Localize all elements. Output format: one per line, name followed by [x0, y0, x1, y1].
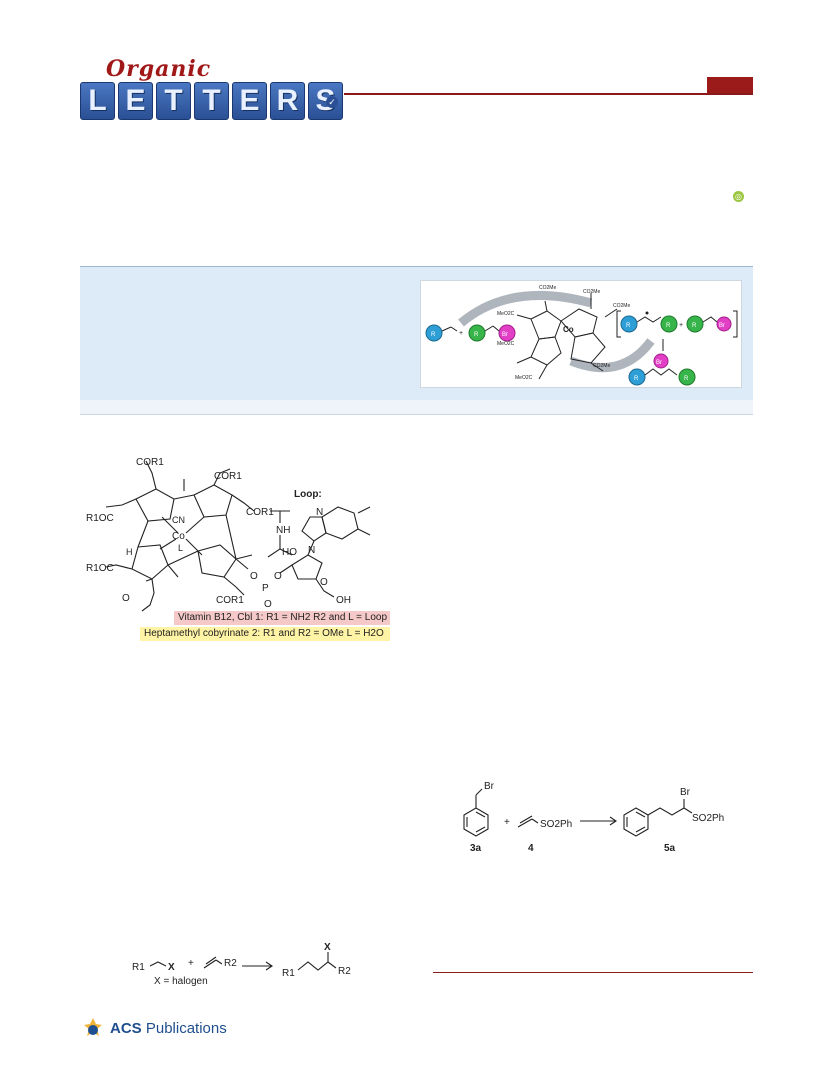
logo-letter: R: [270, 82, 305, 120]
logo-letter: T: [156, 82, 191, 120]
check-icon: ✓: [326, 96, 338, 108]
footnote-rule: [433, 972, 753, 973]
toc-graphic: R + R Br Co CO2Me CO2Me CO2Me MeO2C MeO2…: [420, 280, 742, 388]
acs-publications-logo[interactable]: ACS Publications: [82, 1017, 227, 1039]
r1oc-label: R1OC: [86, 513, 114, 524]
o-label: O: [264, 599, 272, 610]
header-rule: [344, 93, 753, 95]
abstract-footer-strip: [80, 400, 753, 415]
logo-letter: T: [194, 82, 229, 120]
general-r2: R2: [224, 958, 237, 969]
figure1-structure: COR1 COR1 COR1 COR1 R1OC R1OC CN Co L H …: [86, 457, 371, 612]
logo-tiles: L E T T E R S: [80, 82, 343, 120]
publisher-name: ACS Publications: [110, 1020, 227, 1037]
general-x: X: [168, 962, 175, 973]
open-access-icon[interactable]: ◎: [733, 191, 744, 202]
oh-label: OH: [336, 595, 351, 606]
compound-label-5a: 5a: [664, 843, 676, 854]
logo-script: Organic: [106, 56, 212, 82]
general-x-def: X = halogen: [154, 976, 208, 987]
o-label: O: [274, 571, 282, 582]
toc-br-label: Br: [656, 360, 662, 366]
compound-label-4: 4: [528, 843, 534, 854]
toc-r-label: R: [692, 323, 697, 329]
logo-letter: E: [118, 82, 153, 120]
toc-plus: +: [459, 330, 463, 337]
scheme-general: R1 X + R2 X = halogen R1 X R2: [132, 942, 351, 987]
o-label: O: [250, 571, 258, 582]
toc-br-label: Br: [502, 332, 508, 338]
cor1-label: COR1: [214, 471, 242, 482]
legend-cobyrinate: Heptamethyl cobyrinate 2: R1 and R2 = OM…: [144, 628, 384, 639]
scheme1-br: Br: [484, 781, 495, 792]
journal-logo: Organic L E T T E R S ✓: [80, 56, 343, 124]
toc-co-label: Co: [563, 325, 574, 334]
general-r1: R1: [132, 962, 145, 973]
scheme1-br: Br: [680, 787, 691, 798]
compound-label-3a: 3a: [470, 843, 482, 854]
toc-r-label: R: [431, 332, 436, 338]
cor1-label: COR1: [246, 507, 274, 518]
toc-r-label: R: [666, 323, 671, 329]
toc-r-label: R: [684, 376, 689, 382]
header-tab: [707, 77, 753, 93]
toc-graphic-svg: R + R Br Co CO2Me CO2Me CO2Me MeO2C MeO2…: [425, 285, 738, 386]
co-label: Co: [172, 531, 185, 542]
publisher-acs: ACS: [110, 1019, 142, 1037]
logo-letter: E: [232, 82, 267, 120]
publisher-publications: Publications: [145, 1019, 227, 1037]
legend-vitamin-highlight: Vitamin B12, Cbl 1: R1 = NH2 R2 and L = …: [174, 611, 390, 625]
cor1-label: COR1: [216, 595, 244, 606]
nh-label: NH: [276, 525, 290, 536]
general-plus: +: [188, 958, 194, 969]
o-label: O: [122, 593, 130, 604]
p-label: P: [262, 583, 269, 594]
general-r2: R2: [338, 966, 351, 977]
scheme1: Br + SO2Ph Br SO2Ph 3a 4 5a: [463, 781, 724, 854]
legend-vitamin: Vitamin B12, Cbl 1: R1 = NH2 R2 and L = …: [178, 612, 388, 623]
cn-label: CN: [172, 515, 185, 525]
toc-meo2c: MeO2C: [515, 375, 533, 381]
toc-meo2c: MeO2C: [497, 341, 515, 347]
toc-r-label: R: [474, 332, 479, 338]
toc-co2me: CO2Me: [583, 289, 600, 295]
loop-label: Loop:: [294, 489, 322, 500]
n-label: N: [308, 545, 315, 556]
l-label: L: [178, 543, 183, 553]
toc-co2me: CO2Me: [539, 285, 556, 291]
legend-cobyrinate-highlight: Heptamethyl cobyrinate 2: R1 and R2 = OM…: [140, 627, 390, 641]
toc-co2me: CO2Me: [613, 303, 630, 309]
scheme1-plus: +: [504, 817, 510, 828]
toc-br-label: Br: [719, 323, 725, 329]
toc-r-label: R: [626, 323, 631, 329]
n-label: N: [316, 507, 323, 518]
ho-label: HO: [282, 547, 297, 558]
acs-emblem-icon: [84, 1018, 102, 1036]
r1oc-label: R1OC: [86, 563, 114, 574]
general-r1: R1: [282, 968, 295, 979]
svg-text:+: +: [679, 322, 683, 329]
scheme1-so2ph: SO2Ph: [692, 813, 724, 824]
toc-r-label: R: [634, 376, 639, 382]
toc-meo2c: MeO2C: [497, 311, 515, 317]
general-x: X: [324, 942, 331, 953]
toc-co2me: CO2Me: [593, 363, 610, 369]
o-label: O: [320, 577, 328, 588]
cor1-label: COR1: [136, 457, 164, 468]
h-label: H: [126, 547, 133, 557]
logo-letter: L: [80, 82, 115, 120]
scheme1-so2ph: SO2Ph: [540, 819, 572, 830]
